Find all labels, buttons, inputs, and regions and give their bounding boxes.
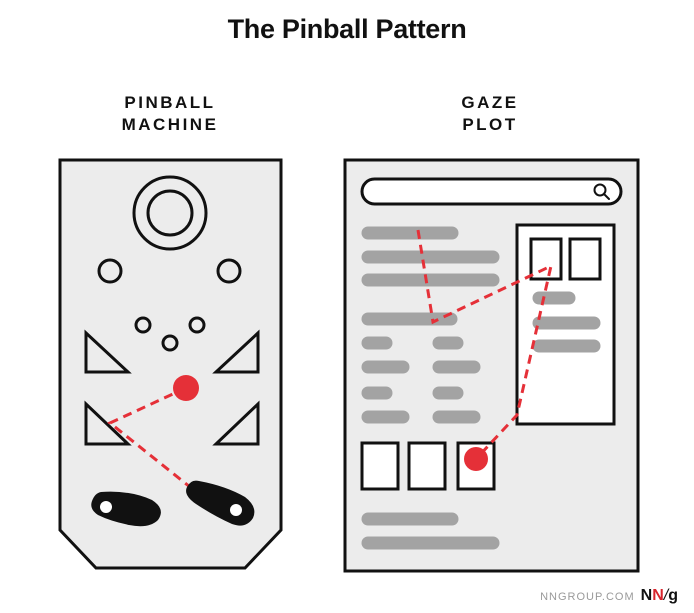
right-upper-triangle (212, 329, 260, 374)
bumper-inner-ring (146, 189, 194, 237)
page-title: The Pinball Pattern (227, 14, 467, 44)
left-flipper (91, 491, 161, 527)
logo-n1: N (640, 587, 653, 604)
text-columns (361, 336, 481, 424)
gaze-path (416, 229, 554, 461)
gaze-heading-line2: PLOT (462, 115, 518, 134)
footer: NNGROUP.COM NN/g (540, 587, 678, 605)
footer-site: NNGROUP.COM (540, 591, 635, 603)
right-flipper (186, 480, 255, 526)
image-box-2 (407, 441, 447, 491)
bumper-outer-ring (132, 175, 208, 251)
gaze-heading-line1: GAZE (461, 93, 519, 112)
search-bar (360, 177, 623, 206)
pinball-ball (173, 375, 199, 401)
pinball-heading-line1: PINBALL (124, 93, 216, 112)
left-upper-triangle (84, 329, 132, 374)
logo-slash: / (663, 587, 669, 604)
ball-path (107, 386, 191, 489)
pinball-machine-heading: PINBALL MACHINE (80, 92, 260, 136)
gaze-plot-heading: GAZE PLOT (400, 92, 580, 136)
logo-n2: N (652, 587, 664, 604)
right-hole (216, 258, 242, 284)
pinball-machine (58, 158, 283, 570)
right-lower-triangle (212, 400, 260, 446)
sidebar-thumb-left (529, 237, 563, 281)
gaze-fixation (464, 447, 488, 471)
left-hole (97, 258, 123, 284)
sidebar-thumb-right (568, 237, 602, 281)
search-icon (593, 183, 610, 200)
logo-g: g (668, 587, 678, 604)
image-box-1 (360, 441, 400, 491)
pinball-heading-line2: MACHINE (121, 115, 219, 134)
text-lines-bottom (361, 512, 500, 550)
pin-bottom (161, 334, 179, 352)
gaze-plot (343, 158, 640, 573)
pin-right (188, 316, 206, 334)
nng-logo: NN/g (641, 587, 678, 605)
pin-left (134, 316, 152, 334)
left-lower-triangle (84, 400, 132, 446)
